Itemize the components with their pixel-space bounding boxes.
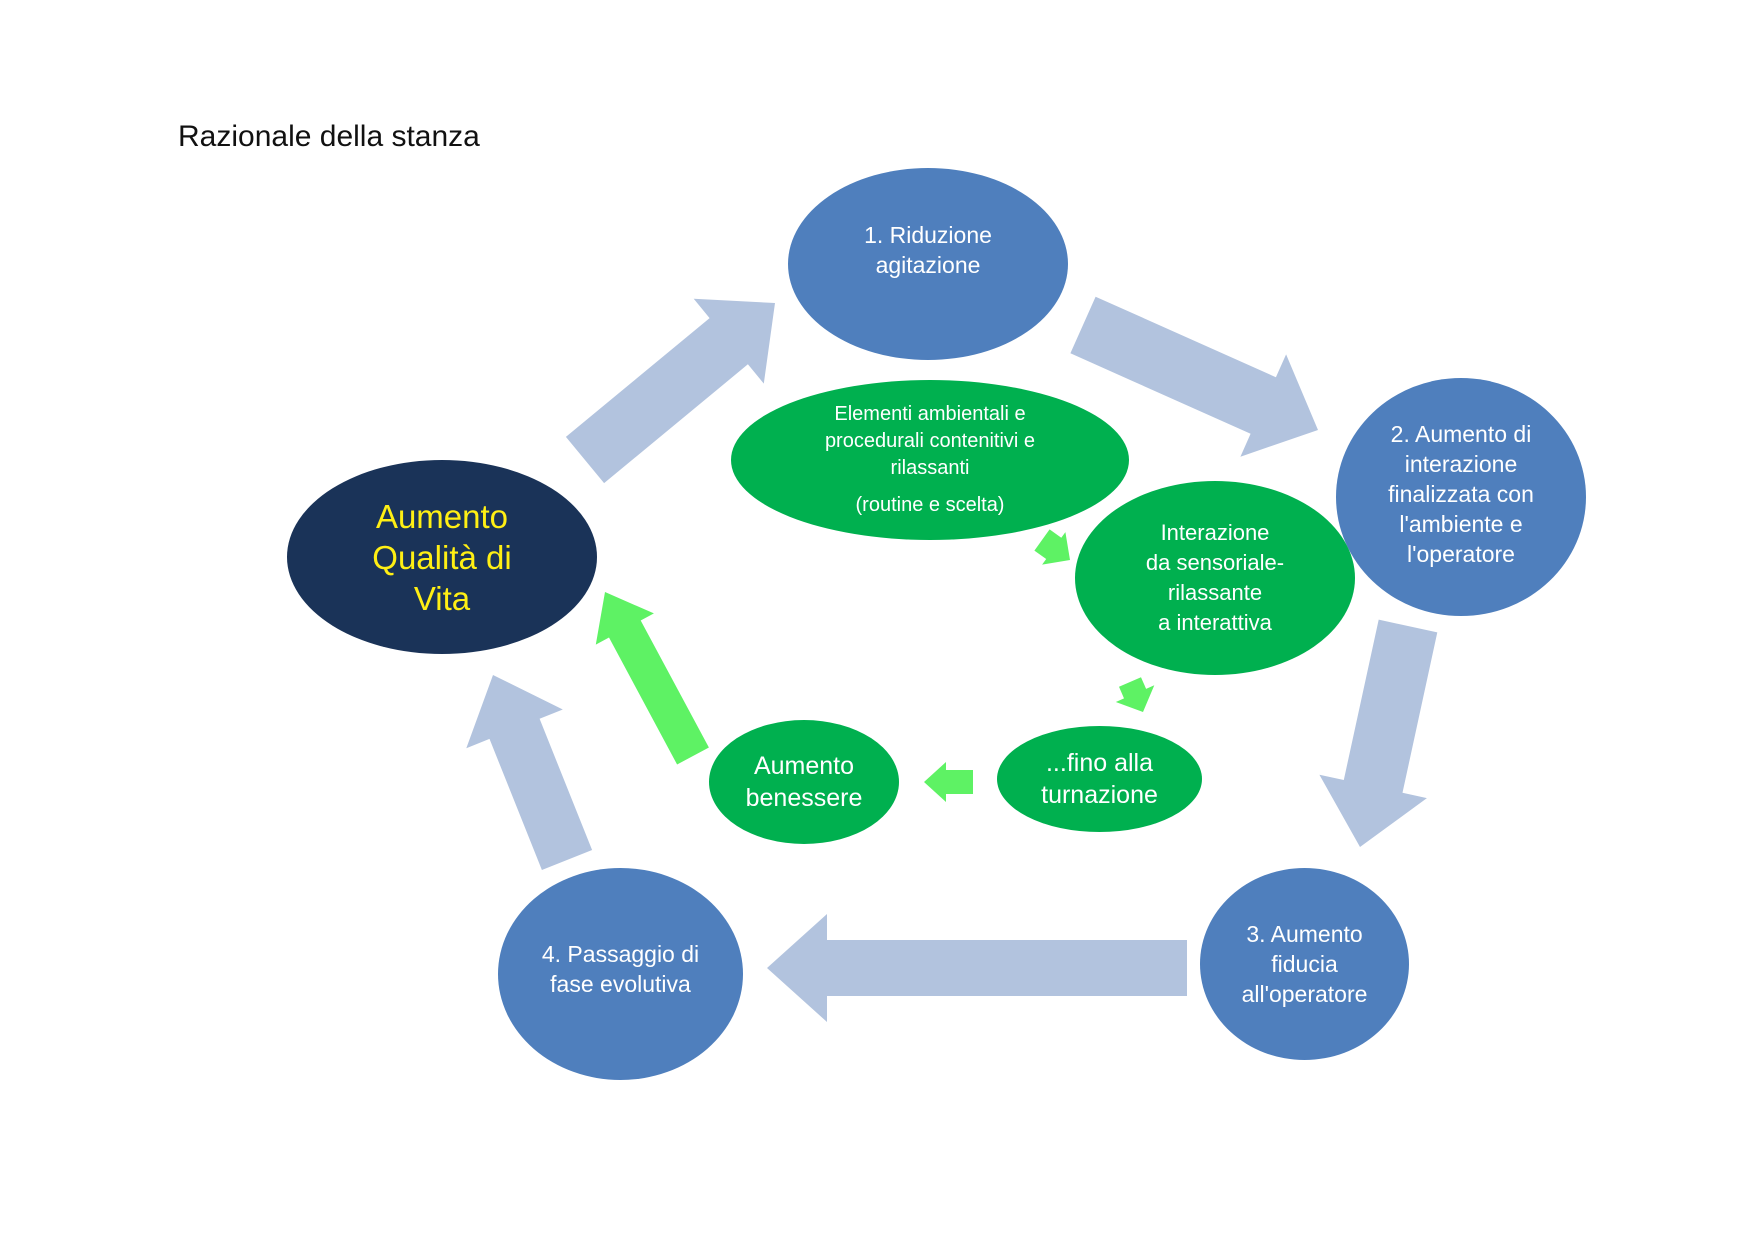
center-node-label: Aumento Qualità di Vita xyxy=(372,497,512,617)
inner-arrow-turnazione-to-benessere xyxy=(924,762,973,802)
inner-node-interazione: Interazione da sensoriale- rilassante a … xyxy=(1075,481,1355,675)
cycle-node-3-label: 3. Aumento fiducia all'operatore xyxy=(1241,921,1368,1007)
inner-arrow-benessere-to-center xyxy=(595,592,709,765)
inner-node-turnazione: ...fino alla turnazione xyxy=(997,726,1202,832)
center-node: Aumento Qualità di Vita xyxy=(287,460,597,654)
cycle-node-1-label: 1. Riduzione agitazione xyxy=(864,222,992,278)
cycle-arrow-4-to-center xyxy=(466,675,593,870)
cycle-arrow-center-to-1 xyxy=(565,298,775,484)
inner-node-interazione-label: Interazione da sensoriale- rilassante a … xyxy=(1145,520,1285,635)
cycle-arrow-2-to-3 xyxy=(1319,619,1438,847)
inner-node-turnazione-label: ...fino alla turnazione xyxy=(1041,749,1158,809)
inner-node-elementi-note: (routine e scelta) xyxy=(855,494,1005,516)
cycle-arrow-3-to-4 xyxy=(767,914,1187,1022)
cycle-node-1: 1. Riduzione agitazione xyxy=(788,168,1068,360)
cycle-node-4-label: 4. Passaggio di fase evolutiva xyxy=(541,941,700,997)
page-title: Razionale della stanza xyxy=(178,120,480,153)
inner-node-benessere: Aumento benessere xyxy=(709,720,899,844)
cycle-arrow-1-to-2 xyxy=(1070,296,1318,457)
cycle-node-2: 2. Aumento di interazione finalizzata co… xyxy=(1336,378,1586,616)
cycle-node-4: 4. Passaggio di fase evolutiva xyxy=(498,868,743,1080)
inner-arrow-elementi-to-interazione xyxy=(1034,529,1070,565)
cycle-node-3: 3. Aumento fiducia all'operatore xyxy=(1200,868,1409,1060)
inner-node-elementi: Elementi ambientali e procedurali conten… xyxy=(731,380,1129,540)
inner-node-elementi-label: Elementi ambientali e procedurali conten… xyxy=(824,403,1036,479)
cycle-node-2-label: 2. Aumento di interazione finalizzata co… xyxy=(1388,421,1534,567)
inner-arrow-interazione-to-turnazione xyxy=(1115,677,1155,712)
inner-node-benessere-label: Aumento benessere xyxy=(745,752,863,812)
